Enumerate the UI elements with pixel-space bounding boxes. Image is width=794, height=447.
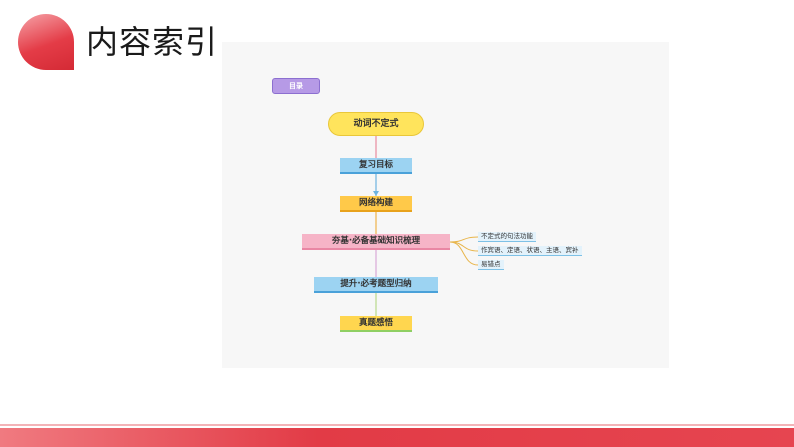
branch-roles: 作宾语、定语、状语、主语、宾补 bbox=[478, 246, 582, 256]
step-network-build: 网络构建 bbox=[340, 196, 412, 212]
branch-line-2 bbox=[449, 241, 479, 252]
branch-syntax-function: 不定式的句法功能 bbox=[478, 232, 536, 242]
start-node: 动词不定式 bbox=[328, 112, 424, 136]
branch-pitfalls: 易错点 bbox=[478, 260, 504, 270]
arrow-head bbox=[373, 191, 379, 196]
footer-divider bbox=[0, 424, 794, 426]
branch-line-1 bbox=[449, 236, 479, 243]
page-title: 内容索引 bbox=[86, 23, 219, 61]
branch-line-3 bbox=[449, 241, 479, 266]
footer-bar bbox=[0, 428, 794, 447]
step-review-goals: 复习目标 bbox=[340, 158, 412, 174]
step-question-types: 提升·必考题型归纳 bbox=[314, 277, 438, 293]
step-real-exam: 真题感悟 bbox=[340, 316, 412, 332]
logo-mark bbox=[18, 14, 74, 70]
diagram-panel bbox=[222, 42, 669, 368]
step-basics-review: 夯基·必备基础知识梳理 bbox=[302, 234, 450, 250]
toc-tag: 目录 bbox=[272, 78, 320, 94]
